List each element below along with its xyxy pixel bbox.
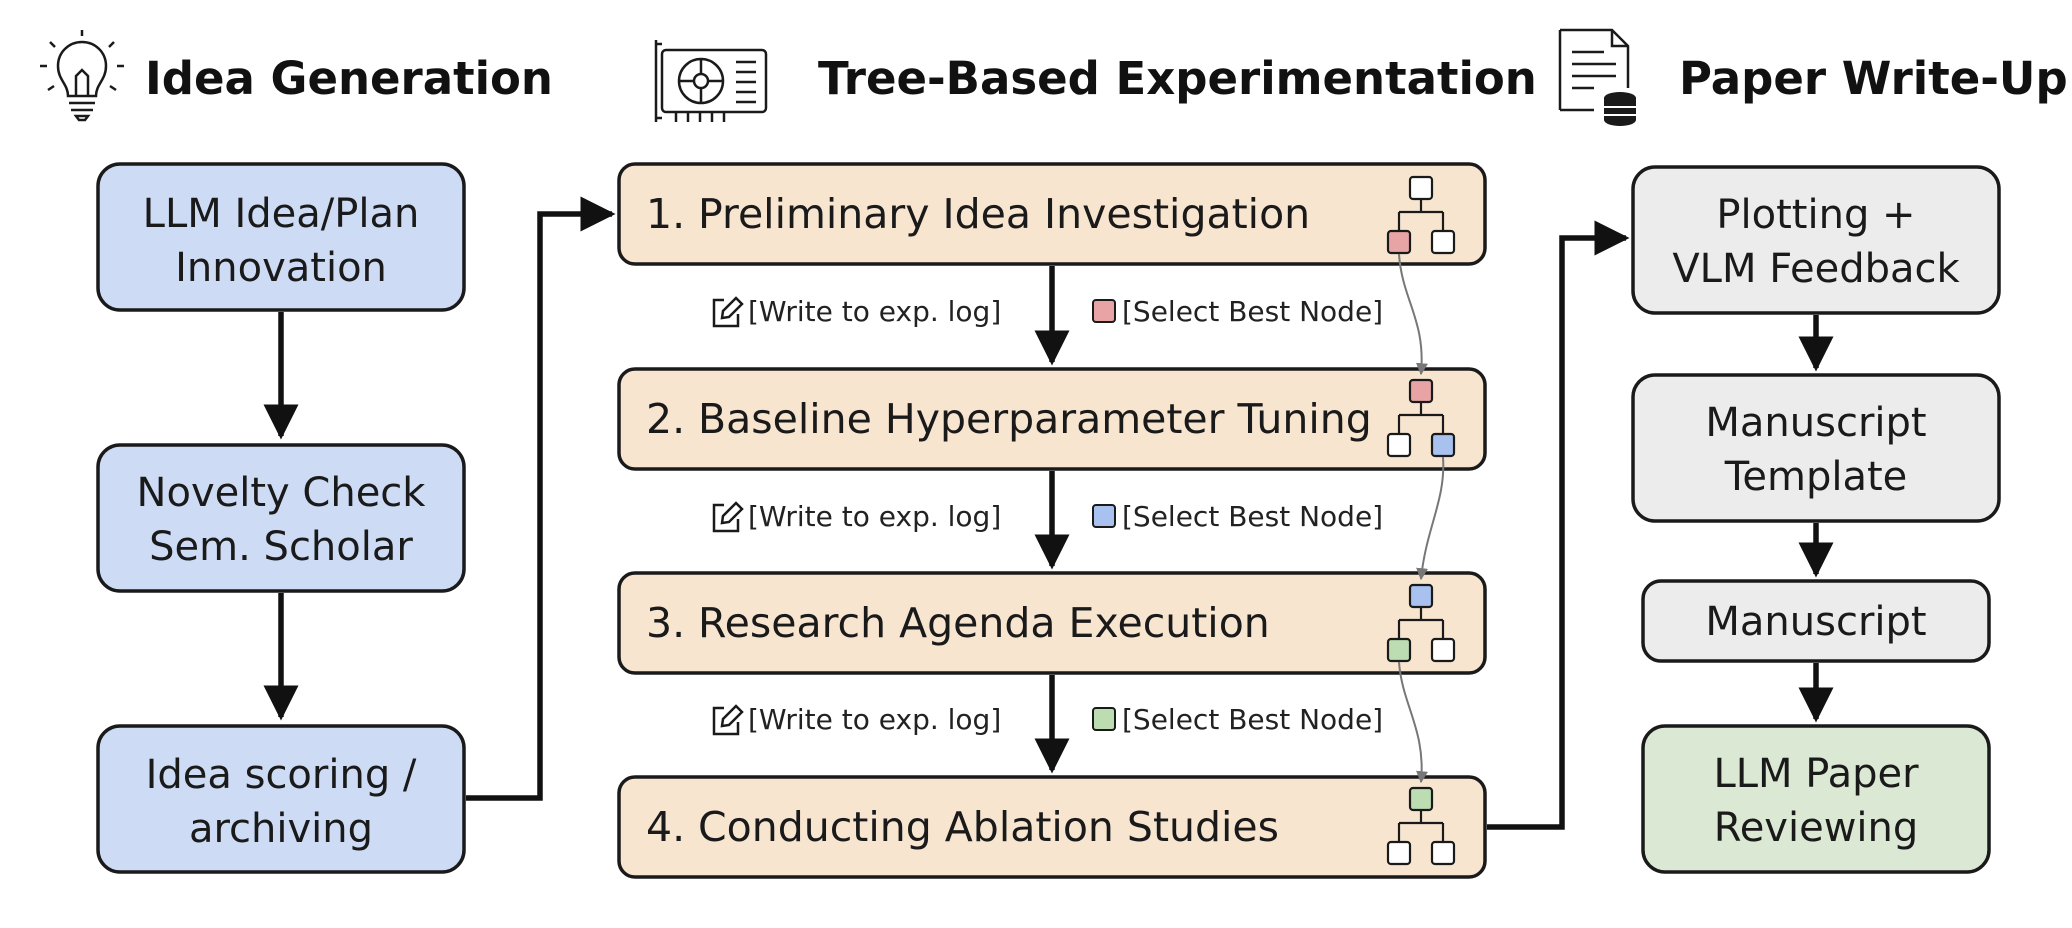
stage-3-number: 3. — [646, 599, 685, 647]
stage-4-label: Conducting Ablation Studies — [698, 803, 1279, 851]
stage-1-box — [617, 162, 1487, 266]
header-writeup: Paper Write-Up — [1679, 52, 2068, 105]
experimentation-column: 1. Preliminary Idea Investigation 2. Bas… — [617, 162, 1487, 879]
llm-idea-plan-line2: Innovation — [175, 245, 387, 291]
llm-idea-plan-line1: LLM Idea/Plan — [143, 191, 420, 237]
gpu-card-icon — [654, 40, 768, 122]
best-node-link-2 — [1416, 456, 1445, 581]
stage-3-box — [617, 571, 1487, 675]
stage-4-number: 4. — [646, 803, 685, 851]
header-experimentation: Tree-Based Experimentation — [818, 52, 1537, 105]
idea-generation-column: LLM Idea/Plan Innovation Novelty Check S… — [96, 162, 466, 874]
stage-2-label: Baseline Hyperparameter Tuning — [698, 395, 1372, 443]
tree-hierarchy-icon — [1386, 378, 1456, 458]
pencil-edit-icon — [712, 296, 744, 328]
tree-hierarchy-icon — [1386, 786, 1456, 866]
select-best-label-2: [Select Best Node] — [1122, 500, 1383, 533]
novelty-check-box — [96, 443, 466, 593]
stage-2-box — [617, 367, 1487, 471]
select-node-swatch-blue — [1092, 504, 1116, 528]
stage-4-box — [617, 775, 1487, 879]
plotting-line1: Plotting + — [1716, 192, 1915, 238]
pencil-edit-icon — [712, 704, 744, 736]
manuscript-template-box — [1631, 373, 2001, 523]
select-best-label-3: [Select Best Node] — [1122, 703, 1383, 736]
llm-paper-reviewing-line1: LLM Paper — [1713, 751, 1919, 797]
novelty-check-line1: Novelty Check — [137, 470, 427, 516]
llm-paper-reviewing-line2: Reviewing — [1714, 805, 1919, 851]
tree-hierarchy-icon — [1386, 175, 1456, 255]
write-log-label-3: [Write to exp. log] — [748, 703, 1001, 736]
write-log-label-2: [Write to exp. log] — [748, 500, 1001, 533]
manuscript-box — [1641, 579, 1991, 663]
idea-scoring-line2: archiving — [189, 806, 373, 852]
header-idea-generation: Idea Generation — [145, 52, 553, 105]
plotting-box — [1631, 165, 2001, 315]
manuscript-label: Manuscript — [1705, 599, 1926, 645]
lightbulb-icon — [40, 30, 124, 122]
select-node-swatch-green — [1092, 707, 1116, 731]
idea-scoring-box — [96, 724, 466, 874]
manuscript-template-line1: Manuscript — [1705, 400, 1926, 446]
pencil-edit-icon — [712, 501, 744, 533]
select-best-label-1: [Select Best Node] — [1122, 295, 1383, 328]
document-database-icon — [1558, 28, 1636, 126]
arrow-stage4-to-plotting — [1487, 220, 1630, 830]
best-node-link-3 — [1398, 661, 1429, 784]
stage-3-label: Research Agenda Execution — [698, 599, 1270, 647]
llm-idea-plan-box — [96, 162, 466, 312]
stage-1-label: Preliminary Idea Investigation — [698, 190, 1310, 238]
select-node-swatch-red — [1092, 299, 1116, 323]
stage-1-number: 1. — [646, 190, 685, 238]
plotting-line2: VLM Feedback — [1672, 246, 1960, 292]
best-node-link-1 — [1398, 253, 1428, 376]
novelty-check-line2: Sem. Scholar — [149, 524, 413, 570]
llm-paper-reviewing-box — [1641, 724, 1991, 874]
manuscript-template-line2: Template — [1724, 454, 1908, 500]
idea-scoring-line1: Idea scoring / — [146, 752, 417, 798]
arrow-scoring-to-stage1 — [466, 196, 616, 801]
stage-2-number: 2. — [646, 395, 685, 443]
tree-hierarchy-icon — [1386, 583, 1456, 663]
write-log-label-1: [Write to exp. log] — [748, 295, 1001, 328]
writeup-column: Plotting + VLM Feedback Manuscript Templ… — [1631, 165, 2001, 874]
